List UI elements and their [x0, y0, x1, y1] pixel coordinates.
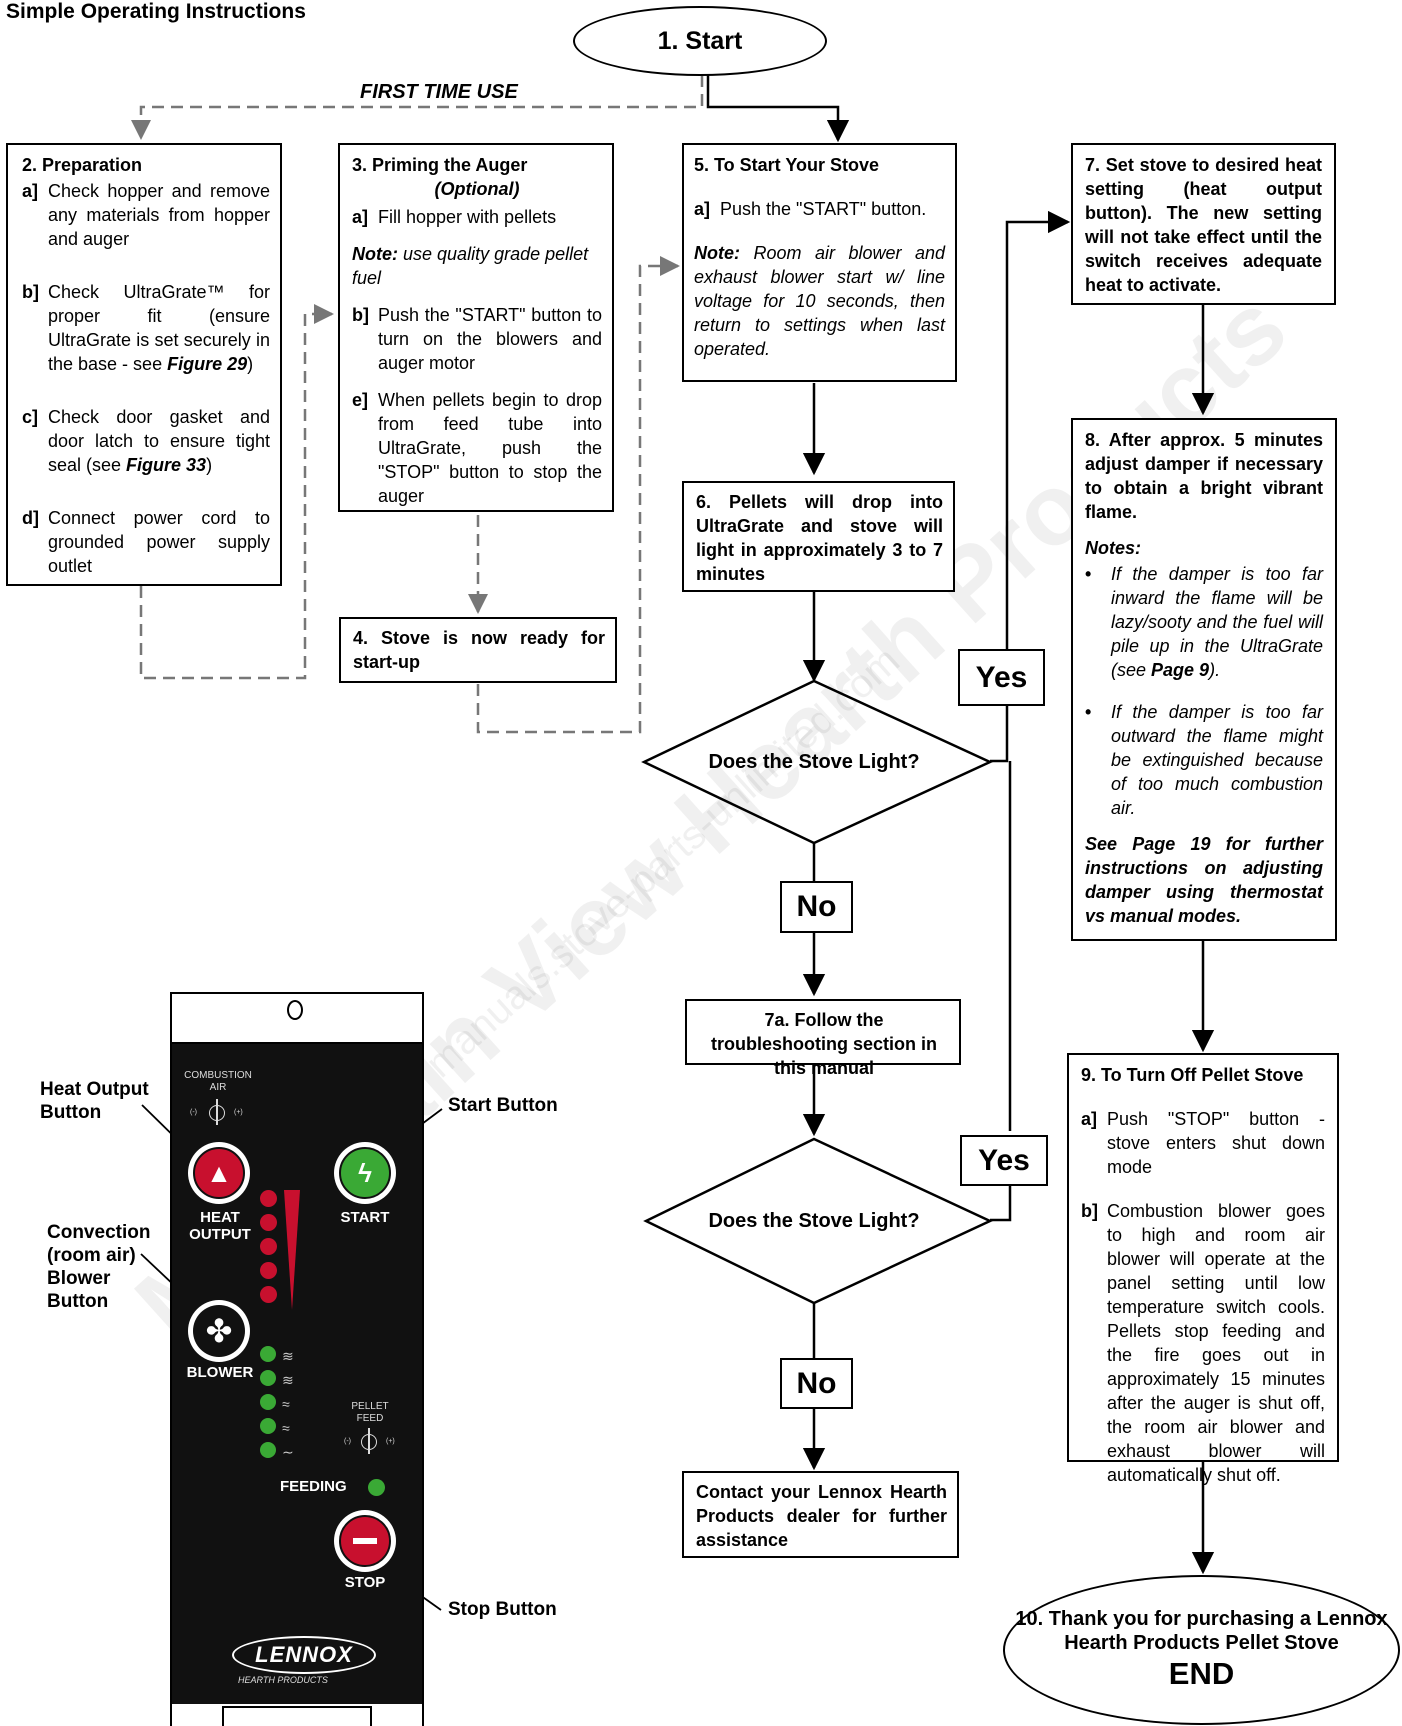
callout-start: Start Button [448, 1095, 558, 1116]
step-3-title: 3. Priming the Auger [352, 155, 528, 175]
step-7a-text: 7a. Follow the troubleshooting section i… [711, 1010, 937, 1078]
step-9-item-a: a]Push "STOP" button - stove enters shut… [1081, 1109, 1325, 1177]
contact-dealer: Contact your Lennox Hearth Products deal… [682, 1471, 959, 1558]
step-8-note-1: • If the damper is too far inward the fl… [1085, 564, 1323, 680]
step-4-ready: 4. Stove is now ready for start-up [339, 617, 617, 683]
step-6-pellets: 6. Pellets will drop into UltraGrate and… [682, 481, 955, 592]
no-tag-2: No [780, 1358, 853, 1409]
step-8-footer: See Page 19 for further instructions on … [1085, 834, 1323, 926]
stop-button-label: STOP [344, 1574, 386, 1591]
decision-1-label: Does the Stove Light? [708, 751, 920, 773]
arrow-yes-to-step7 [1005, 210, 1071, 655]
yes-tag-1: Yes [958, 649, 1045, 706]
step-3-item-b: b]Push the "START" button to turn on the… [352, 305, 602, 373]
step-5-item-a: a]Push the "START" button. [694, 199, 927, 219]
feeding-label: FEEDING [280, 1478, 347, 1495]
pellet-feed-dial[interactable]: (-) (+) [344, 1428, 395, 1462]
start-label: 1. Start [657, 26, 743, 55]
step-3-subtitle: (Optional) [434, 179, 520, 199]
start-terminal: 1. Start [573, 6, 827, 76]
step-8-damper: 8. After approx. 5 minutes adjust damper… [1071, 418, 1337, 941]
step-5-title: 5. To Start Your Stove [694, 155, 880, 175]
end-line-2: Hearth Products Pellet Stove [1064, 1632, 1339, 1654]
dash-start-to-prep [131, 75, 704, 140]
step-5-note: Note: Room air blower and exhaust blower… [694, 243, 945, 359]
fan-icon: ✤ [205, 1313, 233, 1349]
heat-output-button[interactable]: ▲ [188, 1142, 250, 1204]
arrow-start-to-step5 [706, 75, 850, 143]
step-2-title: 2. Preparation [22, 155, 143, 175]
lennox-sub: HEARTH PRODUCTS [238, 1675, 328, 1685]
dash-prep-to-priming [139, 304, 334, 680]
decision-2-label: Does the Stove Light? [708, 1210, 920, 1232]
wave-icons: ≋≋≈≈∼ [282, 1348, 294, 1460]
minus-icon [353, 1538, 377, 1544]
step-5-start-stove: 5. To Start Your Stove a]Push the "START… [682, 143, 957, 382]
step-2-item-a: a] Check hopper and remove any materials… [22, 181, 270, 249]
blower-button[interactable]: ✤ [188, 1300, 250, 1362]
step-7a-troubleshoot: 7a. Follow the troubleshooting section i… [685, 999, 961, 1078]
step-3-priming: 3. Priming the Auger (Optional) a]Fill h… [338, 143, 614, 512]
combustion-air-dial[interactable]: (-) (+) [190, 1098, 243, 1142]
yes-tag-2: Yes [960, 1135, 1048, 1186]
feeding-led [368, 1479, 385, 1496]
decision-diamond-2 [643, 1137, 993, 1305]
decision-diamond-1 [641, 679, 993, 845]
step-8-notes-label: Notes: [1085, 538, 1142, 558]
arrow-decision2-yes [990, 1183, 1012, 1222]
step-2-item-b: b] Check UltraGrate™ for proper fit (ens… [22, 282, 270, 374]
contact-text: Contact your Lennox Hearth Products deal… [696, 1482, 947, 1550]
step-7-text: 7. Set stove to desired heat setting (he… [1085, 155, 1322, 295]
step-6-text: 6. Pellets will drop into UltraGrate and… [696, 492, 943, 584]
step-3-item-a: a]Fill hopper with pellets [352, 207, 557, 227]
heat-level-wedge [284, 1190, 300, 1310]
step-2-item-d: d] Connect power cord to grounded power … [22, 508, 270, 576]
first-time-use-label: FIRST TIME USE [360, 81, 518, 103]
step-2-preparation: 2. Preparation a] Check hopper and remov… [6, 143, 282, 586]
panel-base [222, 1706, 372, 1726]
step-8-note-2: • If the damper is too far outward the f… [1085, 702, 1323, 818]
step-4-text: 4. Stove is now ready for start-up [353, 628, 605, 672]
step-9-turn-off: 9. To Turn Off Pellet Stove a]Push "STOP… [1067, 1053, 1339, 1485]
start-button-label: START [340, 1209, 390, 1226]
dash-ready-to-start [476, 256, 680, 734]
start-button[interactable]: ϟ [334, 1142, 396, 1204]
lennox-logo: LENNOX [232, 1636, 376, 1674]
end-label: END [1168, 1656, 1235, 1691]
stop-button[interactable] [334, 1510, 396, 1572]
flame-icon: ▲ [206, 1158, 232, 1188]
end-terminal: 10. Thank you for purchasing a Lennox He… [1003, 1575, 1400, 1725]
no-tag-1: No [780, 881, 853, 933]
step-9-title: 9. To Turn Off Pellet Stove [1081, 1065, 1304, 1085]
blower-level-leds: ≋≋≈≈∼ [260, 1346, 310, 1466]
blower-label: BLOWER [186, 1364, 254, 1381]
panel-mount-hole [287, 1000, 303, 1020]
lightning-icon: ϟ [358, 1158, 372, 1188]
page-title: Simple Operating Instructions [6, 0, 306, 23]
step-8-title: 8. After approx. 5 minutes adjust damper… [1085, 430, 1323, 522]
step-9-item-b: b]Combustion blower goes to high and roo… [1081, 1201, 1325, 1485]
heat-level-leds [260, 1190, 280, 1306]
step-3-note: Note: use quality grade pellet fuel [352, 244, 589, 288]
arrow-decision1-yes [990, 704, 1009, 763]
step-2-item-c: c] Check door gasket and door latch to e… [22, 407, 270, 475]
step-3-item-e: e]When pellets begin to drop from feed t… [352, 390, 602, 506]
step-7-heat-setting: 7. Set stove to desired heat setting (he… [1071, 143, 1336, 305]
end-line-1: 10. Thank you for purchasing a Lennox [1015, 1608, 1388, 1630]
callout-stop: Stop Button [448, 1599, 557, 1620]
